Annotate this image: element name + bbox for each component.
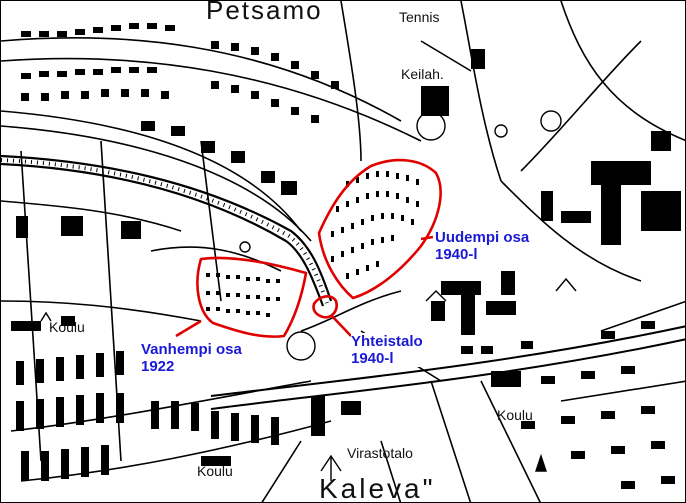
annotation-new-part: Uudempi osa 1940-l xyxy=(435,229,530,263)
annotation-community-building: Yhteistalo 1940-l xyxy=(351,333,423,367)
place-label-kaleva: Kaleva" xyxy=(319,473,436,503)
building-blocks xyxy=(11,23,681,489)
railway xyxy=(1,154,333,307)
old-part-leader-line xyxy=(175,319,202,338)
map-features xyxy=(40,110,577,481)
new-part-outline xyxy=(317,158,442,300)
place-label-tennis: Tennis xyxy=(399,9,440,25)
new-part-leader-line xyxy=(420,235,434,241)
annotation-old-part-name: Vanhempi osa xyxy=(141,341,242,358)
old-part-outline xyxy=(196,256,308,338)
place-label-school-west: Koulu xyxy=(49,319,85,335)
community-building-outline xyxy=(312,295,338,319)
annotation-old-part-year: 1922 xyxy=(141,358,175,375)
main-road xyxy=(210,290,685,410)
annotation-community-building-year: 1940-l xyxy=(351,350,394,367)
community-leader-line xyxy=(330,314,352,337)
annotation-new-part-name: Uudempi osa xyxy=(435,229,530,246)
annotation-old-part: Vanhempi osa 1922 xyxy=(141,341,242,375)
place-label-school-south: Koulu xyxy=(197,463,233,479)
place-label-petsamo: Petsamo xyxy=(206,0,323,25)
place-label-keilahalli: Keilah. xyxy=(401,66,444,82)
place-label-school-east: Koulu xyxy=(497,407,533,423)
annotation-community-building-name: Yhteistalo xyxy=(351,333,423,350)
highlight-areas xyxy=(175,158,442,338)
place-label-office-building: Virastotalo xyxy=(347,445,413,461)
annotation-new-part-year: 1940-l xyxy=(435,246,478,263)
